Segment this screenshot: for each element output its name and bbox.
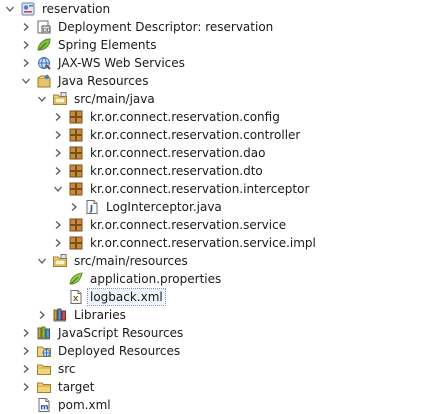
source-folder-icon: [52, 253, 68, 269]
chevron-right-icon[interactable]: [68, 198, 80, 216]
chevron-down-icon[interactable]: [36, 90, 48, 108]
tree-item-label: target: [58, 380, 95, 394]
tree-item-label: kr.or.connect.reservation.interceptor: [90, 182, 310, 196]
tree-row[interactable]: Java Resources: [0, 72, 448, 90]
tree-item-label: Spring Elements: [58, 38, 157, 52]
chevron-right-icon[interactable]: [52, 144, 64, 162]
tree-item-label: src: [58, 362, 76, 376]
twisty-spacer: [52, 270, 64, 288]
chevron-right-icon[interactable]: [20, 342, 32, 360]
folder-icon: [36, 379, 52, 395]
chevron-right-icon[interactable]: [20, 378, 32, 396]
tree-row[interactable]: Spring Elements: [0, 36, 448, 54]
tree-row[interactable]: reservation: [0, 0, 448, 18]
javascript-resources-icon: [36, 325, 52, 341]
tree-row[interactable]: src/main/resources: [0, 252, 448, 270]
svg-text:J: J: [89, 204, 93, 213]
chevron-right-icon[interactable]: [20, 54, 32, 72]
properties-leaf-icon: [68, 271, 84, 287]
tree-item-label: reservation: [42, 2, 111, 16]
tree-item-label: src/main/java: [74, 92, 155, 106]
tree-item-label: kr.or.connect.reservation.config: [90, 110, 280, 124]
chevron-down-icon[interactable]: [52, 180, 64, 198]
tree-item-label: LogInterceptor.java: [106, 200, 222, 214]
package-icon: [68, 181, 84, 197]
deployment-descriptor-icon: DD: [36, 19, 52, 35]
chevron-right-icon[interactable]: [52, 162, 64, 180]
twisty-spacer: [20, 396, 32, 414]
tree-item-label: Deployed Resources: [58, 344, 181, 358]
tree-row[interactable]: m pom.xml: [0, 396, 448, 414]
source-folder-icon: [52, 91, 68, 107]
tree-row[interactable]: target: [0, 378, 448, 396]
chevron-right-icon[interactable]: [52, 108, 64, 126]
maven-pom-icon: m: [36, 397, 52, 413]
chevron-right-icon[interactable]: [20, 324, 32, 342]
chevron-down-icon[interactable]: [4, 0, 16, 18]
chevron-right-icon[interactable]: [20, 36, 32, 54]
svg-text:X: X: [73, 295, 79, 303]
tree-row[interactable]: kr.or.connect.reservation.dao: [0, 144, 448, 162]
tree-row[interactable]: kr.or.connect.reservation.interceptor: [0, 180, 448, 198]
tree-item-label: logback.xml: [87, 288, 166, 306]
chevron-right-icon[interactable]: [20, 18, 32, 36]
svg-text:m: m: [40, 403, 48, 412]
chevron-down-icon[interactable]: [36, 252, 48, 270]
package-icon: [68, 217, 84, 233]
tree-row[interactable]: DD Deployment Descriptor: reservation: [0, 18, 448, 36]
tree-row[interactable]: JAX-WS Web Services: [0, 54, 448, 72]
tree-item-label: pom.xml: [58, 398, 111, 412]
tree-row[interactable]: kr.or.connect.reservation.service: [0, 216, 448, 234]
chevron-right-icon[interactable]: [36, 306, 48, 324]
folder-icon: [36, 361, 52, 377]
tree-item-label: kr.or.connect.reservation.service: [90, 218, 287, 232]
spring-leaf-icon: [36, 37, 52, 53]
package-icon: [68, 235, 84, 251]
tree-item-label: kr.or.connect.reservation.dao: [90, 146, 266, 160]
svg-text:DD: DD: [43, 28, 51, 34]
tree-row[interactable]: Libraries: [0, 306, 448, 324]
tree-item-label: kr.or.connect.reservation.controller: [90, 128, 301, 142]
tree-row[interactable]: Deployed Resources: [0, 342, 448, 360]
tree-row[interactable]: src: [0, 360, 448, 378]
package-icon: [68, 145, 84, 161]
tree-item-label: src/main/resources: [74, 254, 188, 268]
java-resources-icon: [36, 73, 52, 89]
web-services-icon: [36, 55, 52, 71]
tree-item-label: kr.or.connect.reservation.service.impl: [90, 236, 316, 250]
tree-item-label: Libraries: [74, 308, 126, 322]
tree-row[interactable]: kr.or.connect.reservation.controller: [0, 126, 448, 144]
chevron-right-icon[interactable]: [20, 360, 32, 378]
tree-item-label: Java Resources: [58, 74, 149, 88]
chevron-right-icon[interactable]: [52, 216, 64, 234]
tree-item-label: Deployment Descriptor: reservation: [58, 20, 274, 34]
tree-row[interactable]: J LogInterceptor.java: [0, 198, 448, 216]
tree-row[interactable]: src/main/java: [0, 90, 448, 108]
twisty-spacer: [52, 288, 64, 306]
chevron-right-icon[interactable]: [52, 234, 64, 252]
package-icon: [68, 109, 84, 125]
chevron-down-icon[interactable]: [20, 72, 32, 90]
package-icon: [68, 127, 84, 143]
libraries-icon: [52, 307, 68, 323]
package-icon: [68, 163, 84, 179]
tree-row[interactable]: application.properties: [0, 270, 448, 288]
xml-file-icon: X: [68, 289, 84, 305]
web-project-icon: [20, 1, 36, 17]
tree-row[interactable]: kr.or.connect.reservation.service.impl: [0, 234, 448, 252]
tree-row[interactable]: kr.or.connect.reservation.dto: [0, 162, 448, 180]
tree-item-label: kr.or.connect.reservation.dto: [90, 164, 263, 178]
tree-row[interactable]: kr.or.connect.reservation.config: [0, 108, 448, 126]
deployed-resources-icon: [36, 343, 52, 359]
tree-item-label: JAX-WS Web Services: [58, 56, 185, 70]
chevron-right-icon[interactable]: [52, 126, 64, 144]
java-file-icon: J: [84, 199, 100, 215]
tree-item-label: application.properties: [90, 272, 222, 286]
tree-row[interactable]: JavaScript Resources: [0, 324, 448, 342]
tree-item-label: JavaScript Resources: [58, 326, 184, 340]
